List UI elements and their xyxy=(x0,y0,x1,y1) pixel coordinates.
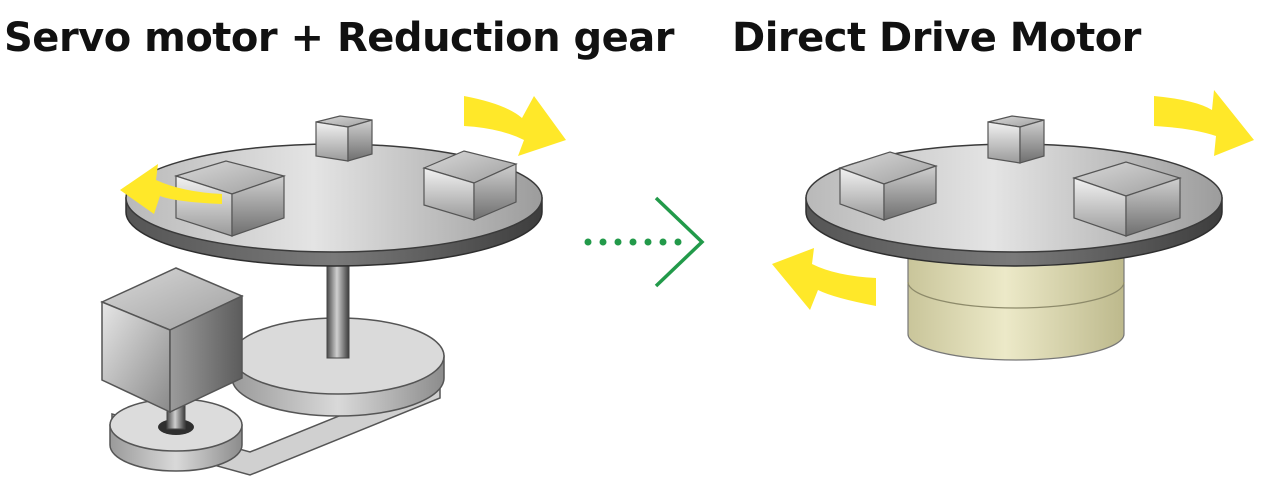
workpiece-box-right xyxy=(422,150,518,221)
rotation-arrow-icon xyxy=(1154,90,1254,156)
transition-arrow-icon xyxy=(584,196,705,288)
servo-reduction-assembly xyxy=(100,96,566,476)
workpiece-box-left xyxy=(838,151,938,221)
rotation-arrow-icon xyxy=(772,248,876,310)
direct-drive-title: Direct Drive Motor xyxy=(732,15,1141,61)
workpiece-box-back xyxy=(987,115,1045,164)
direct-drive-motor xyxy=(907,255,1125,361)
workpiece-box-back xyxy=(315,115,373,162)
servo-reduction-title: Servo motor + Reduction gear xyxy=(4,15,674,61)
rotation-arrow-icon xyxy=(464,96,566,156)
workpiece-box-left xyxy=(173,160,287,237)
servo-motor xyxy=(100,267,244,414)
direct-drive-assembly xyxy=(772,90,1254,361)
workpiece-box-right xyxy=(1072,161,1182,237)
rotation-arrow-icon xyxy=(120,164,222,214)
